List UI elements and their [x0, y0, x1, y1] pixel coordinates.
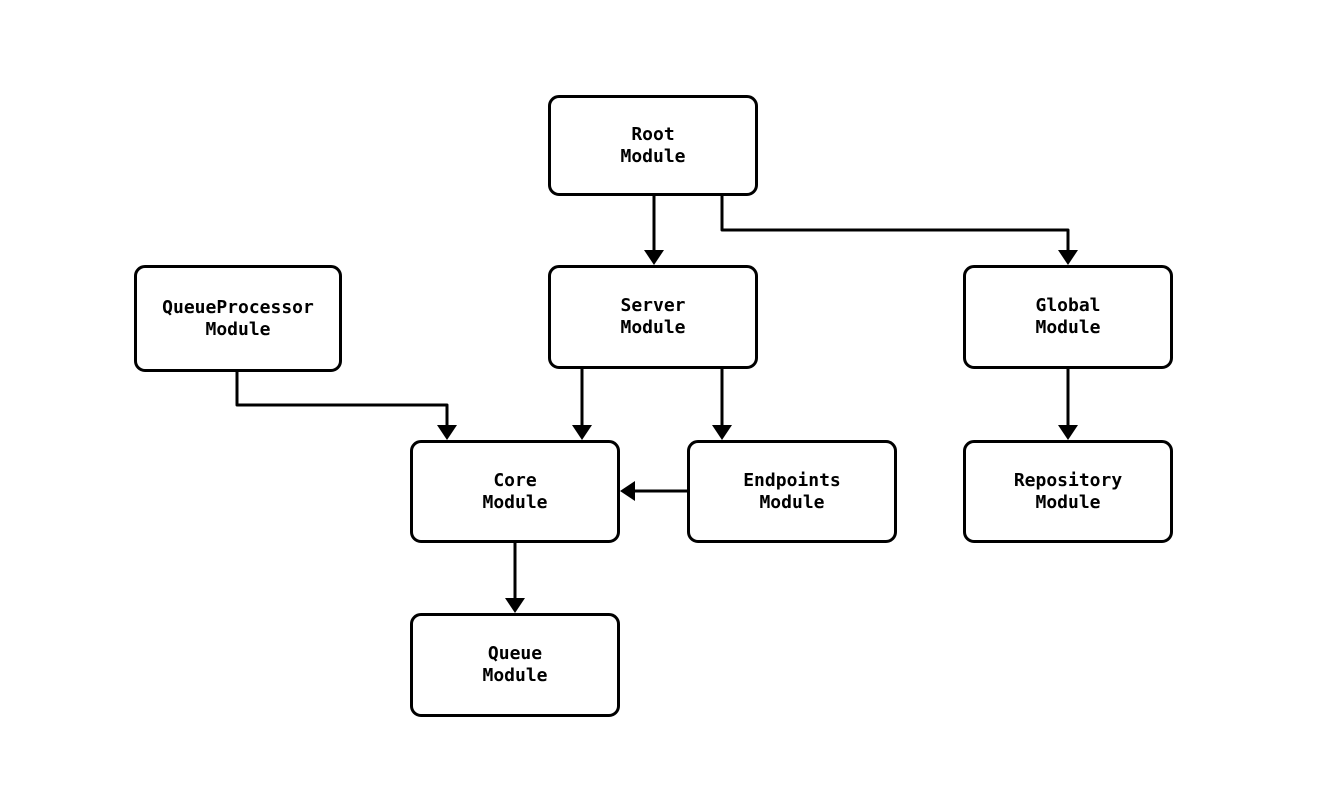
- arrowhead-global-repository: [1058, 425, 1078, 440]
- node-repository-label: Repository Module: [1013, 469, 1123, 513]
- arrowhead-core-queue: [505, 598, 525, 613]
- node-queueprocessor-label: QueueProcessor Module: [162, 296, 314, 340]
- node-core-label: Core Module: [482, 469, 548, 513]
- node-queue-label: Queue Module: [482, 643, 548, 686]
- edge-queueprocessor-core: [235, 372, 449, 433]
- arrowhead-endpoints-core: [620, 481, 635, 501]
- edge-root-global: [720, 196, 1070, 258]
- node-core[interactable]: Core Module: [410, 440, 620, 543]
- node-queue[interactable]: Queue Module: [410, 613, 620, 717]
- node-queueprocessor[interactable]: QueueProcessor Module: [134, 265, 342, 372]
- node-repository[interactable]: Repository Module: [963, 440, 1173, 543]
- arrowhead-root-global: [1058, 250, 1078, 265]
- arrowhead-server-core: [572, 425, 592, 440]
- node-global[interactable]: Global Module: [963, 265, 1173, 369]
- node-root[interactable]: Root Module: [548, 95, 758, 196]
- node-root-label: Root Module: [620, 123, 686, 167]
- node-global-label: Global Module: [1035, 295, 1101, 338]
- arrowhead-server-endpoints: [712, 425, 732, 440]
- arrowhead-root-server: [644, 250, 664, 265]
- node-endpoints-label: Endpoints Module: [743, 469, 841, 513]
- arrowhead-queueprocessor-core: [437, 425, 457, 440]
- node-server[interactable]: Server Module: [548, 265, 758, 369]
- node-server-label: Server Module: [620, 295, 686, 338]
- node-endpoints[interactable]: Endpoints Module: [687, 440, 897, 543]
- edges-group: [235, 196, 1078, 613]
